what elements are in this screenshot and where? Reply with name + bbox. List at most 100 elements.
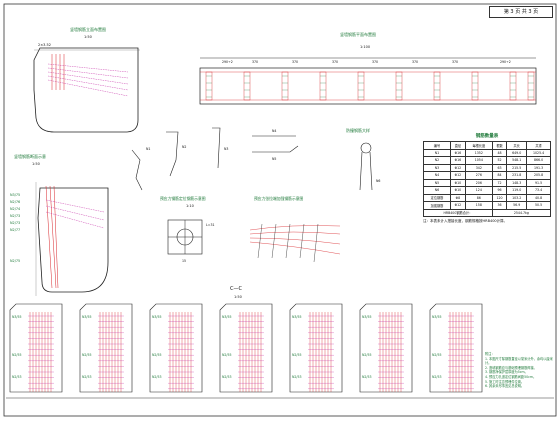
cc-rebar-label: N3/55: [152, 315, 162, 319]
long-post: [527, 71, 535, 101]
rebar-shape-n3: [212, 127, 221, 169]
locating-dim-width: 15: [182, 259, 186, 263]
side-section-title: 竖墙钢筋断面示意: [14, 153, 46, 159]
cc-rebar-label: N2/55: [222, 353, 232, 357]
long-post: [205, 71, 213, 101]
long-dim-2: 370: [292, 60, 298, 64]
material-cell: 1025.4: [526, 148, 551, 157]
cc-rebar-label: N2/53: [432, 375, 442, 379]
material-cell: 205.8: [526, 171, 551, 180]
material-cell: 120: [491, 193, 508, 202]
elevation-title: 竖墙钢筋立面布置图: [70, 26, 106, 32]
curve-detail: 预应力张拉端加强钢筋示意图: [249, 196, 341, 263]
cc-rebar-label: N2/53: [12, 375, 22, 379]
long-dim-6: 370: [452, 60, 458, 64]
rebar-shape-n2: [166, 131, 179, 177]
long-post: [471, 71, 479, 101]
material-cell: 定位钢筋: [423, 193, 451, 202]
hook-detail: 防撞钢筋大样 N6: [346, 127, 380, 191]
curve-rebars: [249, 225, 341, 255]
cc-rebar-label: N2/53: [292, 375, 302, 379]
long-dim-5: 370: [412, 60, 418, 64]
cc-rebar-label: N3/55: [292, 315, 302, 319]
material-cell: 148.3: [506, 178, 528, 187]
cc-rebar-label: N2/53: [222, 375, 232, 379]
shape-label-5: N6: [376, 179, 380, 183]
material-table-header: 编号直径每根长度根数共长共重: [423, 141, 551, 150]
material-cell: 231.8: [506, 171, 528, 180]
elevation-dim-label: 2×3.52: [38, 43, 51, 47]
page-number-label: 第 3 页 共 3 页: [503, 9, 539, 15]
cc-section-outline: [79, 303, 133, 393]
cc-sections: N3/55N2/55N2/53N3/55N2/55N2/53N3/55N2/55…: [9, 303, 483, 393]
material-cell: 866.0: [526, 156, 551, 165]
curve-detail-title: 预应力张拉端加强钢筋示意图: [254, 196, 304, 201]
material-cell: 52: [491, 156, 508, 165]
material-cell: 72: [491, 178, 508, 187]
material-cell: Φ10: [449, 178, 466, 187]
material-cell: 103.2: [506, 193, 528, 202]
shape-label-3: N4: [272, 129, 276, 133]
rebar-shape-n1: [131, 149, 143, 191]
side-section-rebars: [45, 185, 59, 289]
cc-section-scale: 1:50: [234, 295, 242, 299]
long-dim-row: 290÷2 370 370 370 370 370 370 290÷2: [222, 60, 511, 64]
material-cell: Φ16: [449, 148, 466, 157]
material-total-label: HRB400钢筋合计：: [423, 208, 493, 217]
material-cell: 48: [491, 148, 508, 157]
long-dim-0: 290÷2: [222, 60, 233, 64]
material-cell: Φ10: [449, 186, 466, 195]
shape-label-4: N5: [272, 157, 276, 161]
material-cell: 加强钢筋: [423, 201, 451, 210]
material-cell: 191.3: [526, 163, 551, 172]
material-header-cell: 编号: [423, 141, 451, 150]
locating-detail: 预应力钢筋定位钢筋示意图 1:10 L=31 15: [160, 196, 215, 263]
material-cell: 124: [464, 186, 493, 195]
cc-section-header: C—C 1:50: [230, 286, 242, 299]
note-line-3: 4. 预应力孔道定位钢筋间距50cm。: [485, 374, 537, 379]
long-wall-outline: [199, 67, 537, 105]
material-cell: Φ8: [449, 193, 466, 202]
material-header-cell: 根数: [491, 141, 508, 150]
cc-rebar-label: N2/55: [362, 353, 372, 357]
material-cell: N1: [423, 148, 451, 157]
material-cell: Φ16: [449, 156, 466, 165]
cc-section-outline: [9, 303, 63, 393]
long-post: [281, 71, 289, 101]
material-cell: 73.4: [526, 186, 551, 195]
shape-label-1: N2: [182, 145, 186, 149]
material-cell: N4: [423, 171, 451, 180]
side-label-4: N2/73: [10, 221, 20, 225]
side-label-3: N2/73: [10, 214, 20, 218]
material-cell: 40.8: [526, 193, 551, 202]
material-cell: N3: [423, 163, 451, 172]
material-cell: 119.0: [506, 186, 528, 195]
material-table-note: 注：本表未计入搭接长度，钢筋规格按HRB400计算。: [423, 219, 508, 223]
cc-rebar-label: N2/55: [12, 353, 22, 357]
elevation-tendons: [47, 63, 129, 97]
side-section-tendons: [45, 199, 105, 229]
long-posts: [205, 71, 535, 101]
long-dim-4: 370: [372, 60, 378, 64]
long-dim-3: 370: [332, 60, 338, 64]
material-cell: 50.5: [526, 201, 551, 210]
cc-rebar-label: N3/55: [362, 315, 372, 319]
cc-rebar-label: N2/55: [432, 353, 442, 357]
side-label-1: N2/76: [10, 200, 20, 204]
material-cell: 63: [491, 163, 508, 172]
material-cell: 96: [491, 186, 508, 195]
long-post: [243, 71, 251, 101]
notes-block: 附注： 1. 本图尺寸除钢筋直径以毫米计外，余均以厘米计。 2. 竖墙钢筋应与基…: [485, 352, 557, 389]
material-cell: N5: [423, 178, 451, 187]
material-cell: N6: [423, 186, 451, 195]
material-cell: 548.1: [506, 156, 528, 165]
side-label-5: N2/77: [10, 228, 20, 232]
